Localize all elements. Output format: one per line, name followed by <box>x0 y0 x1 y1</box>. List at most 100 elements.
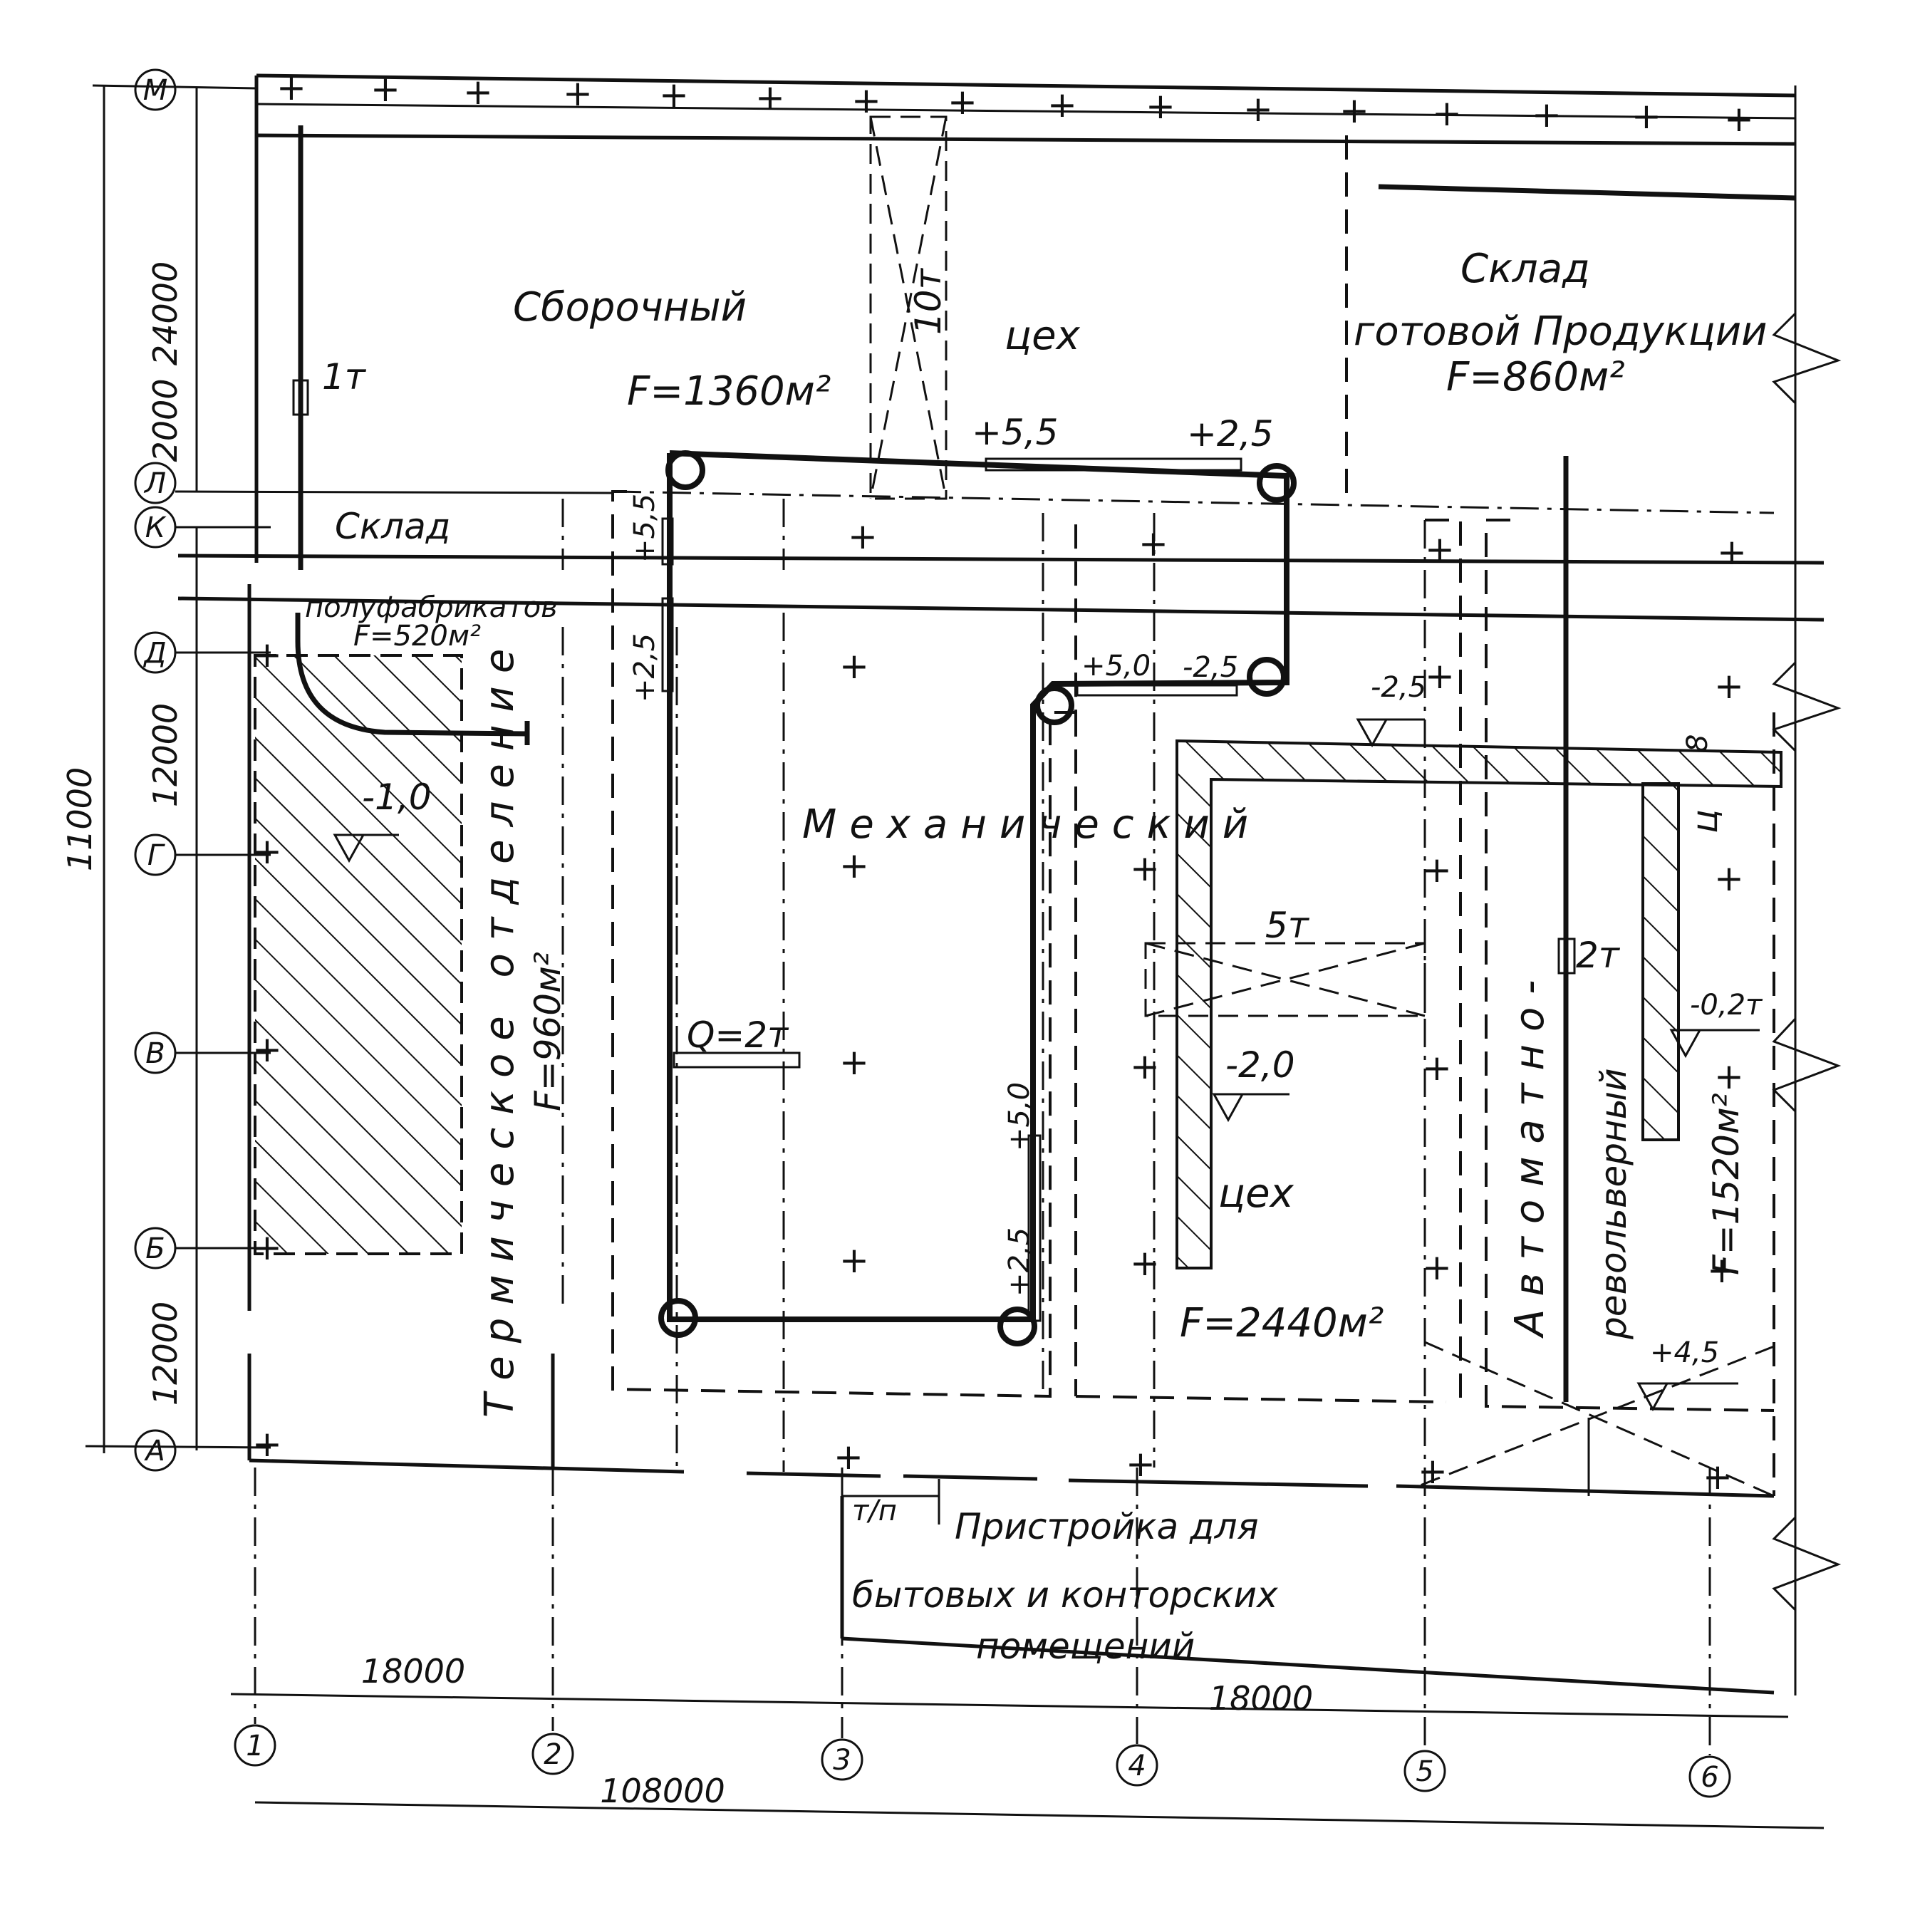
conveyor <box>658 450 1297 1346</box>
axis-label-D: Д <box>142 637 166 670</box>
cranes <box>869 115 1775 1497</box>
svg-text:+: + <box>1146 85 1176 127</box>
mark-1t: 1т <box>322 356 367 398</box>
svg-text:+: + <box>1126 1443 1156 1485</box>
axis-3: 3 <box>821 1468 863 1781</box>
level-markers <box>333 718 1760 1412</box>
thermal-hatch-zone <box>254 654 463 1255</box>
svg-text:+: + <box>1703 1456 1733 1497</box>
label-mechanical-shop: Механический <box>802 801 1261 848</box>
dim-2000: 2000 <box>146 378 185 462</box>
svg-text:+: + <box>370 68 400 110</box>
label-auto-shop: Автоматно- <box>1507 967 1553 1339</box>
axis-L: Л <box>134 462 613 504</box>
label-auto-shop-2: револьверный <box>1593 1068 1634 1340</box>
elev-m10: -1,0 <box>362 777 432 818</box>
label-assembly-area: F=1360м² <box>627 368 831 415</box>
svg-text:+: + <box>1425 655 1455 697</box>
mark-8: 8 <box>1681 734 1714 752</box>
axis-A: А <box>85 1429 271 1472</box>
elev-m20: -2,0 <box>1225 1044 1295 1086</box>
axis-label-4: 4 <box>1128 1750 1146 1782</box>
svg-text:+: + <box>839 1240 869 1281</box>
elev-p25-c: +2,5 <box>1003 1227 1036 1297</box>
hatched-zones <box>254 654 1782 1269</box>
axis-label-A: А <box>143 1435 165 1468</box>
axis-2: 2 <box>531 1468 574 1775</box>
svg-text:+: + <box>1714 858 1744 899</box>
mark-labels: 1т 10т 5т 2т Q=2т +5,5 +2,5 +5,5 +2,5 +5… <box>322 267 1763 1369</box>
svg-text:+: + <box>839 845 869 886</box>
label-annex-2: бытовых и конторских <box>852 1574 1278 1616</box>
label-auto-area: F=1520м² <box>1706 1093 1747 1275</box>
label-assembly-shop-2: цех <box>1005 313 1081 359</box>
label-semi-warehouse-2: полуфабрикатов <box>305 591 558 624</box>
svg-text:+: + <box>463 71 493 113</box>
elev-p25-b: +2,5 <box>628 633 661 702</box>
dim-24000: 24000 <box>146 261 185 365</box>
axis-label-1: 1 <box>246 1730 264 1762</box>
elev-m25-b: -2,5 <box>1371 671 1426 704</box>
axis-label-3: 3 <box>833 1744 851 1777</box>
label-substation: т/п <box>852 1495 897 1527</box>
label-finished-warehouse: Склад <box>1460 246 1590 292</box>
crane-right-bottom <box>1414 1341 1775 1497</box>
axis-label-B: Б <box>145 1232 165 1265</box>
label-auto-shop-3: ц <box>1684 809 1725 833</box>
crane-rails <box>292 125 1576 1402</box>
svg-text:+: + <box>1422 1247 1452 1288</box>
axis-M: М <box>92 68 257 111</box>
svg-text:+: + <box>1432 93 1462 134</box>
building-outline <box>177 73 1825 1695</box>
svg-text:+: + <box>1425 529 1455 570</box>
axis-K: К <box>134 506 271 549</box>
svg-text:+: + <box>839 1042 869 1083</box>
elev-p25-a: +2,5 <box>1187 413 1273 455</box>
svg-text:+: + <box>1714 1056 1744 1097</box>
dim-18000-left: 18000 <box>361 1652 465 1690</box>
label-thermal-dept: Термическое отделение <box>477 636 523 1418</box>
axis-label-2: 2 <box>544 1738 561 1771</box>
svg-text:+: + <box>659 74 689 115</box>
svg-text:+: + <box>252 1423 282 1465</box>
svg-text:+: + <box>1130 1046 1160 1087</box>
svg-text:+: + <box>1130 1242 1160 1284</box>
dim-12000-top: 12000 <box>146 703 185 807</box>
svg-text:+: + <box>948 81 977 123</box>
elev-p55-a: +5,5 <box>972 412 1058 453</box>
svg-text:+: + <box>839 645 869 687</box>
axis-label-G: Г <box>147 839 165 872</box>
mark-2t: 2т <box>1576 935 1621 976</box>
svg-text:+: + <box>1714 665 1744 707</box>
number-axes: 1 2 3 4 5 6 <box>234 1468 1731 1798</box>
label-thermal-area: F=960м² <box>527 952 569 1111</box>
svg-text:+: + <box>834 1436 863 1477</box>
dimension-lines: 24000 2000 12000 12000 11000 18000 18000… <box>61 85 1825 1829</box>
label-semi-warehouse-area: F=520м² <box>353 620 481 653</box>
label-annex-3: помещений <box>976 1626 1195 1667</box>
svg-text:+: + <box>1422 849 1452 890</box>
svg-text:+: + <box>1422 1047 1452 1089</box>
svg-text:+: + <box>848 516 878 557</box>
svg-text:+: + <box>1631 95 1661 137</box>
dim-108000: 108000 <box>600 1772 725 1810</box>
elev-p55-b: +5,5 <box>628 494 661 563</box>
axis-label-6: 6 <box>1701 1761 1718 1794</box>
axis-label-M: М <box>143 74 168 107</box>
axis-label-V: В <box>145 1037 165 1070</box>
svg-text:+: + <box>1532 94 1562 135</box>
mark-q2t: Q=2т <box>687 1014 789 1056</box>
svg-text:+: + <box>1724 98 1754 140</box>
axis-4: 4 <box>1116 1468 1158 1787</box>
elev-m25-a: -2,5 <box>1183 651 1238 684</box>
axis-label-K: К <box>145 511 167 544</box>
svg-text:+: + <box>1707 1250 1737 1291</box>
letter-axes: М Л К Д Г В Б <box>85 68 613 1472</box>
svg-text:+: + <box>1130 848 1160 889</box>
elev-p50-a: +5,0 <box>1081 650 1151 682</box>
svg-text:+: + <box>755 77 785 118</box>
axis-D: Д <box>134 631 271 674</box>
label-annex: Пристройка для <box>955 1506 1259 1547</box>
svg-text:+: + <box>851 80 881 121</box>
